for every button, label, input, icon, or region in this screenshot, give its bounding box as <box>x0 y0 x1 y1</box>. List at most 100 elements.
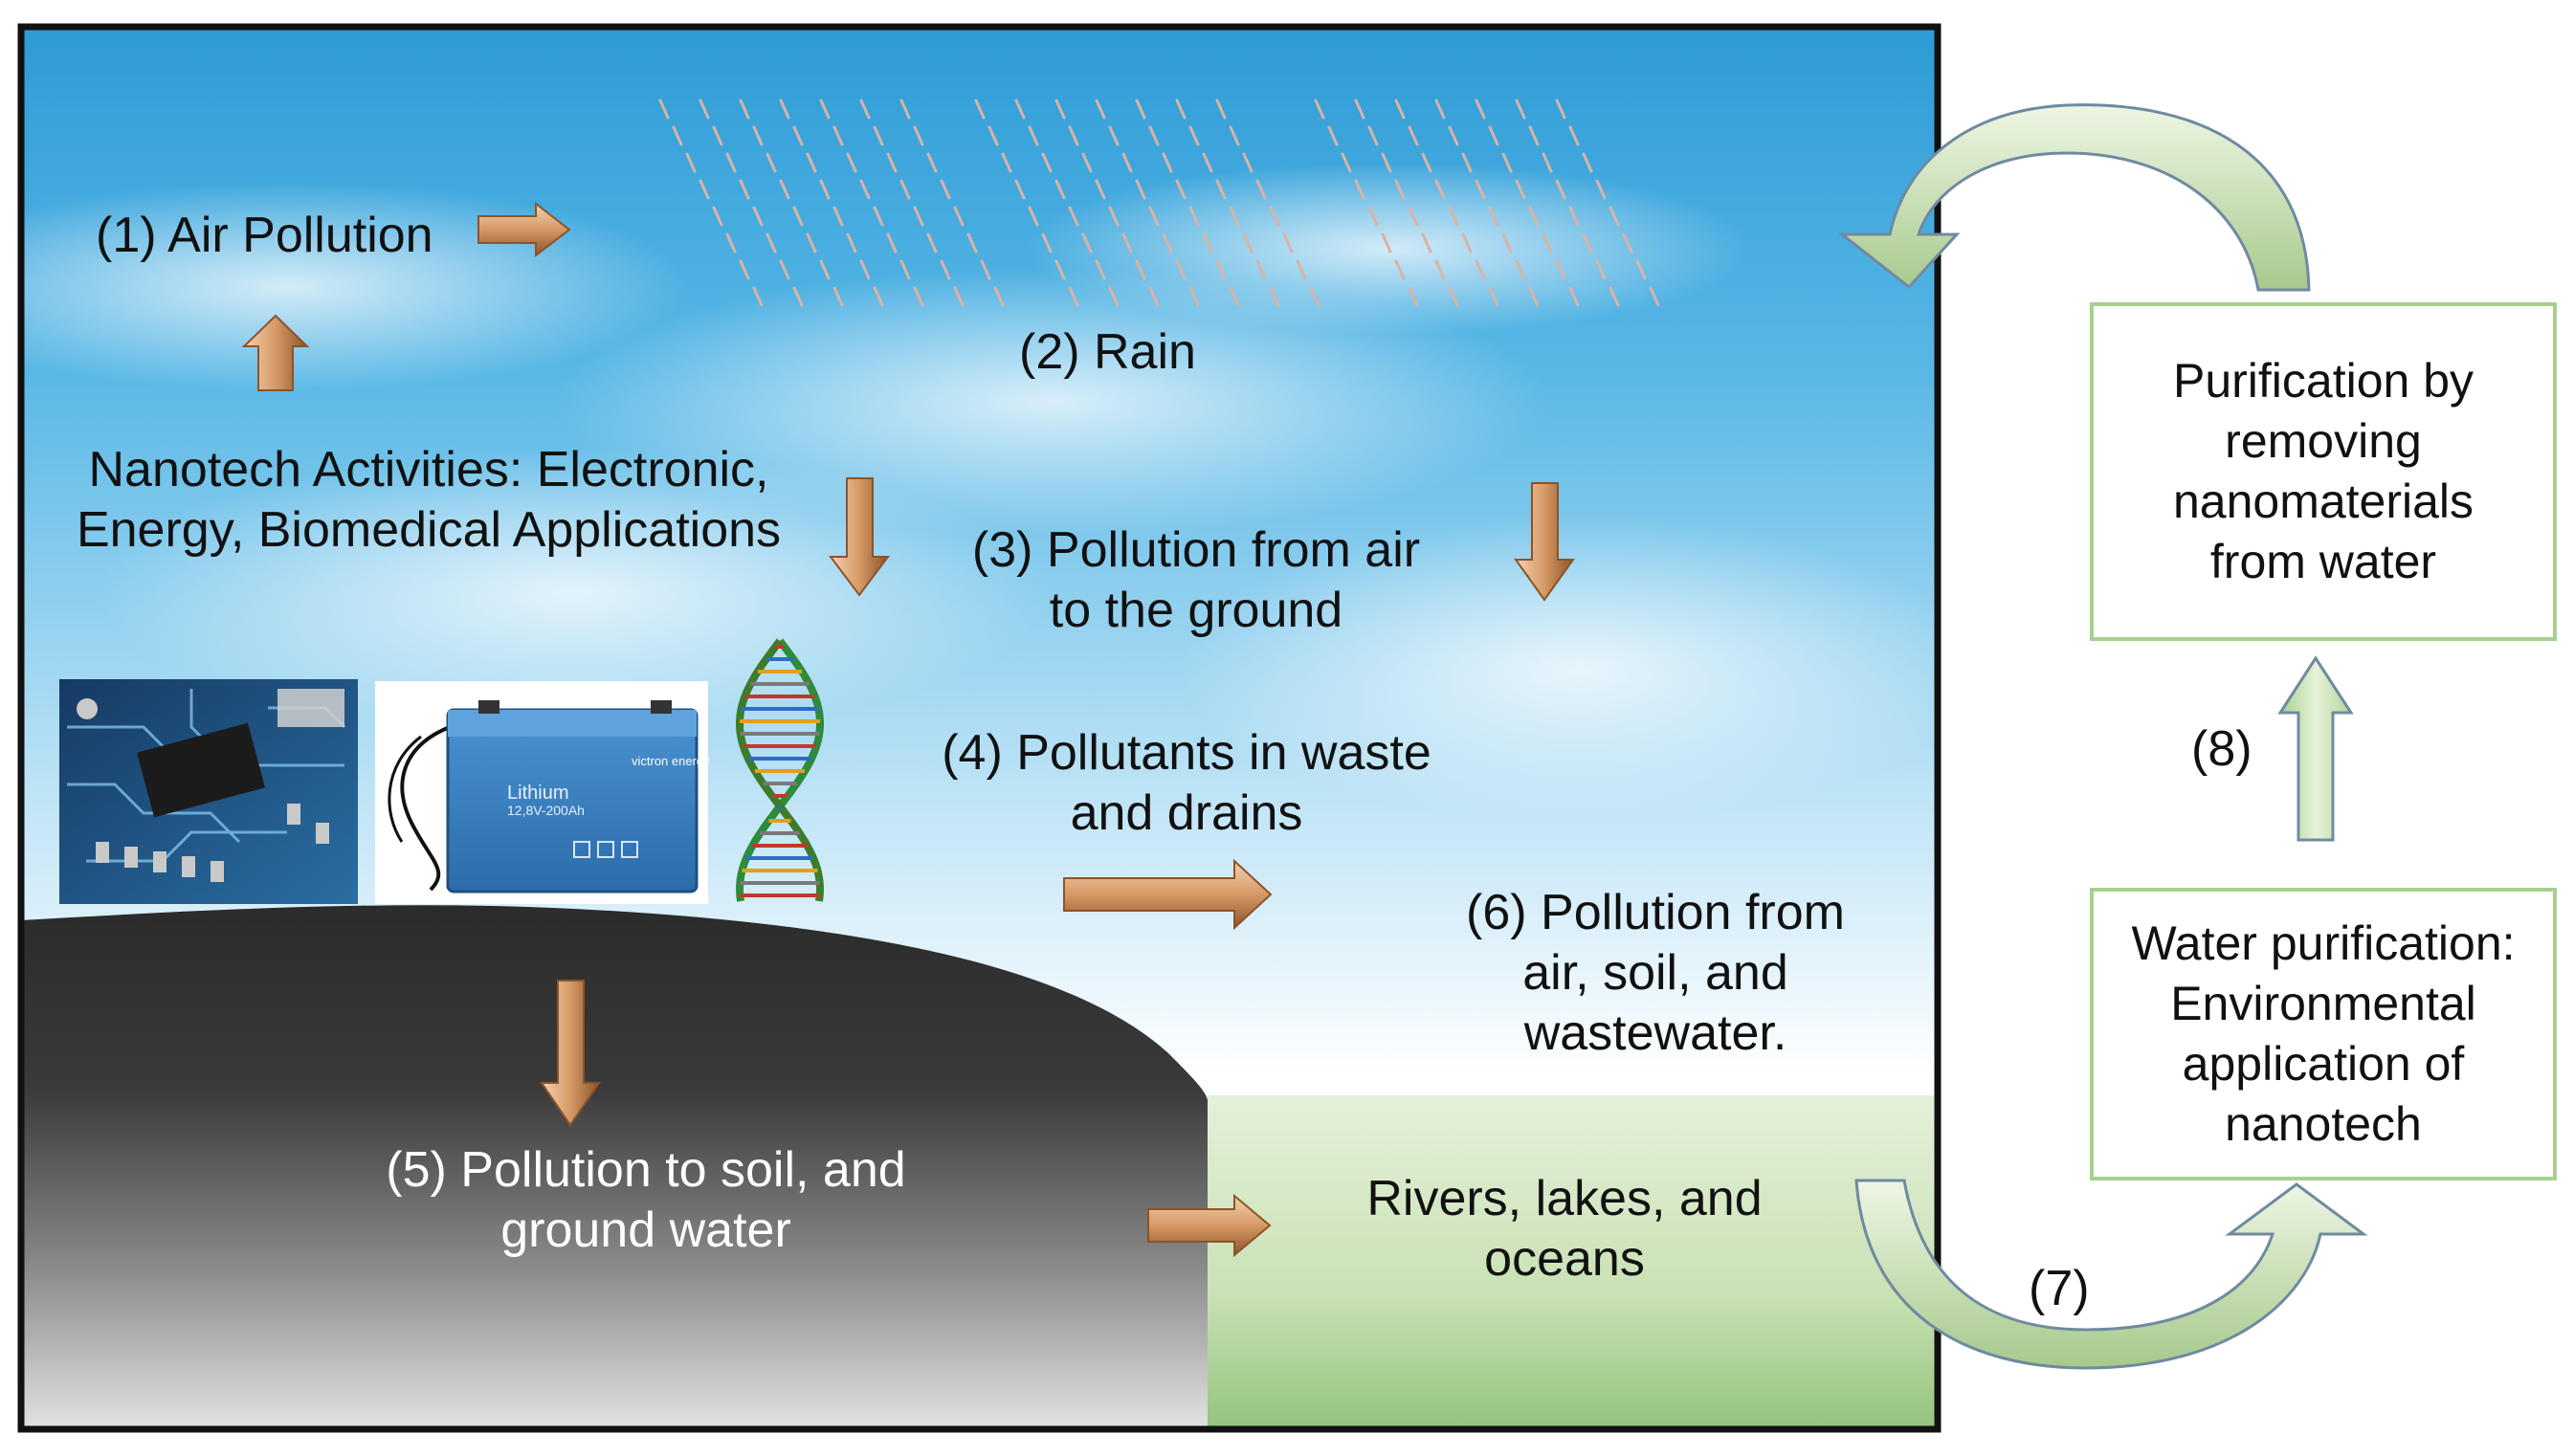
battery-spec: 12,8V-200Ah <box>507 803 585 818</box>
rain-drop <box>658 99 670 120</box>
box-water-purification: Water purification: Environmental applic… <box>2090 888 2557 1180</box>
rain-drop <box>766 232 777 254</box>
rain-drop <box>1162 232 1173 254</box>
label-pollution-ground-line2: to the ground <box>1049 583 1343 638</box>
curved-arrow-step7 <box>1854 1179 2368 1370</box>
rain-drop <box>779 179 790 200</box>
label-combined-line2: air, soil, and <box>1522 945 1788 1001</box>
rain-drop <box>1568 125 1580 146</box>
rain-drop <box>832 206 844 227</box>
rain-drop <box>1175 99 1187 120</box>
rain-drop <box>1175 259 1187 280</box>
rain-drop <box>752 286 764 307</box>
rain-drop <box>1014 179 1026 200</box>
rain-drop <box>1095 179 1106 200</box>
rain-drop <box>1421 232 1432 254</box>
rain-drop <box>859 259 871 280</box>
rain-drop <box>1341 152 1352 173</box>
rain-drop <box>1394 179 1406 200</box>
label-pollution-ground-line1: (3) Pollution from air <box>971 522 1421 578</box>
rain-streaks <box>658 99 1660 307</box>
rain-drop <box>792 286 804 307</box>
rain-drop <box>940 259 951 280</box>
rain-drop <box>1555 259 1566 280</box>
rain-drop <box>1448 286 1459 307</box>
rain-drop <box>819 259 831 280</box>
rain-drop <box>1229 286 1240 307</box>
rain-drop <box>1095 259 1106 280</box>
rain-drop <box>899 179 911 200</box>
box-water-line1: Water purification: <box>2131 916 2516 970</box>
rain-drop <box>1501 232 1513 254</box>
rain-drop <box>926 232 938 254</box>
box-purification-line2: removing <box>2225 414 2422 468</box>
rain-drop <box>1309 286 1320 307</box>
rain-drop <box>1255 259 1267 280</box>
rain-drop <box>1068 286 1079 307</box>
box-purification: Purification by removing nanomaterials f… <box>2090 302 2557 641</box>
rain-drop <box>1568 206 1580 227</box>
rain-drop <box>1327 125 1339 146</box>
label-pollutants-waste: (4) Pollutants in waste and drains <box>928 723 1445 844</box>
circuit-board-photo <box>59 679 358 904</box>
rain-drop <box>1367 125 1379 146</box>
rain-drop <box>766 152 777 173</box>
rain-drop <box>1528 125 1540 146</box>
rain-drop <box>1081 232 1093 254</box>
rain-drop <box>832 286 844 307</box>
rain-drop <box>1108 125 1120 146</box>
rain-drop <box>1542 232 1553 254</box>
rain-drop <box>1448 125 1459 146</box>
rain-drop <box>1135 99 1146 120</box>
rain-drop <box>1188 125 1200 146</box>
rain-drop <box>779 259 790 280</box>
rain-drop <box>974 99 986 120</box>
battery-brand: victron energy <box>632 754 710 768</box>
rain-drop <box>1434 179 1446 200</box>
arrow-down-to-soil <box>540 980 601 1127</box>
rain-drop <box>1568 286 1580 307</box>
rain-drop <box>1282 232 1294 254</box>
rain-drop <box>1515 259 1526 280</box>
rain-drop <box>1354 99 1365 120</box>
rain-drop <box>899 99 911 120</box>
rain-drop <box>806 152 817 173</box>
box-water-line4: nanotech <box>2225 1097 2422 1151</box>
rain-drop <box>1188 286 1200 307</box>
rain-drop <box>1461 232 1473 254</box>
rain-drop <box>792 206 804 227</box>
rain-drop <box>953 286 965 307</box>
rain-drop <box>1488 286 1499 307</box>
rain-drop <box>685 152 697 173</box>
rain-drop <box>819 179 831 200</box>
box-purification-line4: from water <box>2209 535 2437 588</box>
rain-drop <box>1582 232 1593 254</box>
rain-drop <box>1595 259 1607 280</box>
rain-drop <box>1202 232 1213 254</box>
arrow-waste-right <box>1063 858 1273 931</box>
label-combined-line3: wastewater. <box>1523 1005 1787 1061</box>
rain-drop <box>739 259 750 280</box>
rain-drop <box>873 206 884 227</box>
rain-drop <box>1041 152 1053 173</box>
rain-drop <box>966 232 978 254</box>
rain-drop <box>913 206 924 227</box>
rain-drop <box>1555 179 1566 200</box>
rain-drop <box>1054 179 1066 200</box>
label-waste-line1: (4) Pollutants in waste <box>942 725 1431 781</box>
rain-drop <box>873 125 884 146</box>
rain-drop <box>1622 232 1633 254</box>
label-air-pollution: (1) Air Pollution <box>96 208 433 263</box>
rain-drop <box>1028 206 1039 227</box>
rain-drop <box>1068 125 1079 146</box>
arrow-down-to-ground-1 <box>829 477 890 597</box>
label-rain: (2) Rain <box>1019 324 1196 380</box>
box-water-line3: application of <box>2182 1037 2465 1091</box>
rain-drop <box>1461 152 1473 173</box>
dna-helix <box>735 638 825 902</box>
label-soil-line2: ground water <box>500 1202 791 1258</box>
rain-drop <box>1162 152 1173 173</box>
rain-drop <box>886 232 898 254</box>
rain-drop <box>806 232 817 254</box>
rain-drop <box>1229 206 1240 227</box>
